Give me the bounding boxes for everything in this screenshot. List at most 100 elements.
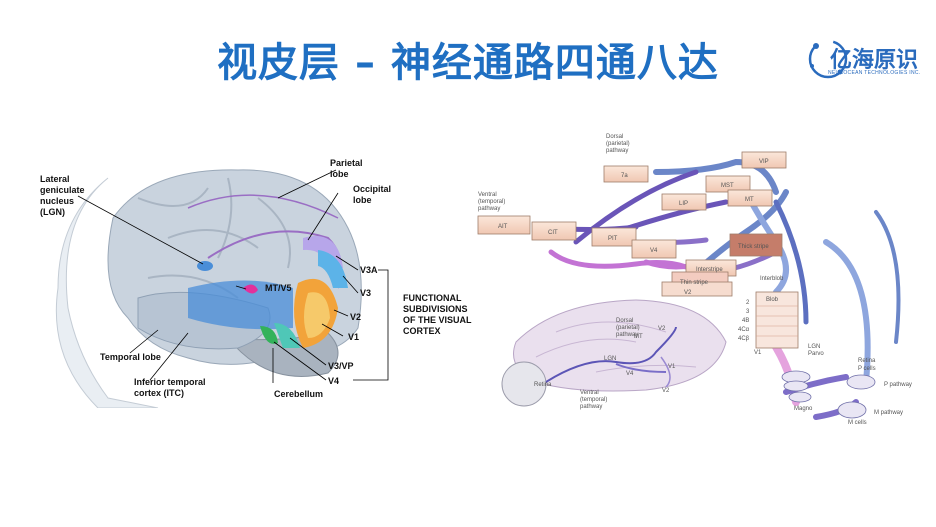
retina-p-cells-shape (846, 374, 876, 390)
label-v3vp: V3/VP (328, 361, 354, 371)
box-v2 (661, 281, 733, 297)
visual-area-v1 (304, 292, 330, 338)
label-layer-4ca: 4Cα (738, 327, 750, 333)
label-box-pit: PIT (608, 236, 618, 242)
label-itc-1: Inferior temporal (134, 377, 206, 387)
label-v1: V1 (348, 332, 359, 342)
label-box-7a: 7a (621, 173, 628, 179)
box-vip (741, 151, 787, 169)
label-lgn-2: geniculate (40, 185, 85, 195)
slide-title: 视皮层 – 神经通路四通八达 (217, 40, 719, 86)
label-magno: Magno (794, 406, 813, 412)
label-layer-4cb: 4Cβ (738, 336, 750, 342)
visual-pathway-figure: Dorsal (parietal) pathway Ventral (tempo… (476, 132, 916, 434)
label-functional-1: FUNCTIONAL (403, 293, 462, 303)
label-interstripe: Interstripe (696, 267, 723, 273)
inset-v1: V1 (668, 364, 676, 370)
inset-ventral-2: (temporal) (580, 397, 607, 403)
label-functional-2: SUBDIVISIONS (403, 304, 468, 314)
brain-illustration: Lateral geniculate nucleus (LGN) Parieta… (40, 158, 472, 409)
label-functional-3: OF THE VISUAL (403, 315, 472, 325)
label-mt-v5: MT/V5 (265, 283, 292, 293)
label-ventral-1: Ventral (478, 192, 497, 198)
label-functional-4: CORTEX (403, 326, 441, 336)
label-v2: V2 (684, 290, 692, 296)
visual-area-v3 (318, 250, 348, 288)
inset-dorsal-1: Dorsal (616, 318, 633, 324)
label-parvo: Parvo (808, 351, 824, 357)
label-blob: Blob (766, 297, 779, 303)
inset-v2-top: V2 (658, 326, 666, 332)
box-7a (603, 165, 649, 183)
inset-dorsal-3: pathway (616, 332, 638, 338)
label-dorsal-1: Dorsal (606, 134, 623, 140)
box-v1 (755, 291, 799, 349)
box-pit (591, 227, 637, 247)
box-ait (477, 215, 531, 235)
box-mt (727, 189, 773, 207)
label-parietal-1: Parietal (330, 158, 363, 168)
label-box-v4: V4 (650, 248, 658, 254)
brain-visual-cortex-figure: Lateral geniculate nucleus (LGN) Parieta… (38, 158, 490, 409)
label-occipital-2: lobe (353, 195, 372, 205)
logo-tagline: NEUROCEAN TECHNOLOGIES INC. (828, 70, 921, 76)
area-mt-v5 (243, 284, 258, 294)
label-lgn: LGN (808, 344, 820, 350)
label-itc-2: cortex (ITC) (134, 388, 184, 398)
eye-shape (501, 361, 547, 407)
label-layer-2: 2 (746, 300, 750, 306)
label-box-ait: AIT (498, 224, 508, 230)
label-temporal: Temporal lobe (100, 352, 161, 362)
company-logo: 亿海原识 NEUROCEAN TECHNOLOGIES INC. (806, 34, 924, 84)
label-box-mt: MT (745, 197, 754, 203)
label-box-vip: VIP (759, 159, 769, 165)
label-v2: V2 (350, 312, 361, 322)
lgn-magno-shape (788, 391, 812, 403)
visual-area-v4 (260, 326, 278, 344)
box-v4 (631, 239, 677, 259)
inset-v2-bottom: V2 (662, 388, 670, 394)
inset-dorsal-2: (parietal) (616, 325, 640, 331)
box-lip (661, 193, 707, 211)
inset-lgn: LGN (604, 356, 616, 362)
retina-m-cells-shape (837, 401, 867, 419)
logo-name: 亿海原识 (830, 48, 919, 73)
label-layer-3: 3 (746, 309, 750, 315)
label-retina: Retina (858, 358, 876, 364)
label-box-cit: CIT (548, 230, 558, 236)
label-p-pathway: P pathway (884, 382, 912, 388)
label-p-cells: P cells (858, 366, 876, 372)
logo-mark-icon (808, 39, 848, 79)
label-ventral-3: pathway (478, 206, 500, 212)
label-box-lip: LIP (679, 201, 688, 207)
label-v4: V4 (328, 376, 339, 386)
label-v3: V3 (360, 288, 371, 298)
label-lgn-3: nucleus (40, 196, 74, 206)
pathway-illustration: Dorsal (parietal) pathway Ventral (tempo… (477, 134, 912, 426)
label-dorsal-2: (parietal) (606, 141, 630, 147)
visual-area-v3vp (274, 323, 300, 348)
label-thin-stripe: Thin stripe (680, 280, 709, 286)
label-ventral-2: (temporal) (478, 199, 505, 205)
label-m-pathway: M pathway (874, 410, 903, 416)
label-interblob: Interblob (760, 276, 784, 282)
inset-v4: V4 (626, 371, 634, 377)
box-cit (531, 221, 577, 241)
label-v3a: V3A (360, 265, 378, 275)
label-dorsal-3: pathway (606, 148, 628, 154)
lgn-shape (197, 261, 213, 271)
inset-mt: MT (634, 334, 643, 340)
box-thick-stripe (729, 233, 783, 257)
label-box-mst: MST (721, 183, 734, 189)
label-lgn-1: Lateral (40, 174, 70, 184)
inset-retina: Retina (534, 382, 552, 388)
label-parietal-2: lobe (330, 169, 349, 179)
label-m-cells: M cells (848, 420, 867, 426)
label-occipital-1: Occipital (353, 184, 391, 194)
label-cerebellum: Cerebellum (274, 389, 323, 399)
monkey-brain-inset (501, 299, 727, 407)
label-lgn-4: (LGN) (40, 207, 65, 217)
label-layer-4b: 4B (742, 318, 749, 324)
label-v1: V1 (754, 350, 762, 356)
label-thick-stripe: Thick stripe (738, 244, 769, 250)
